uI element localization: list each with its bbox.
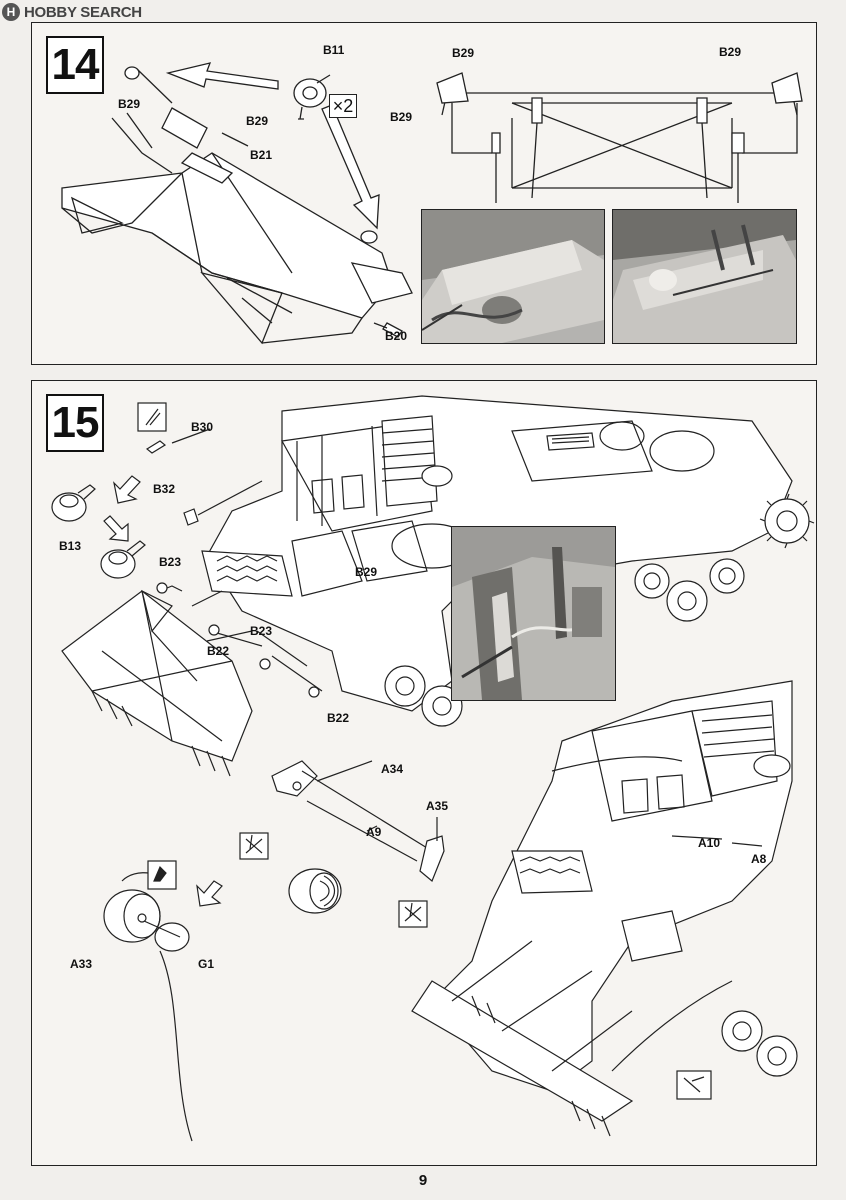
part-label-a8: A8 bbox=[751, 852, 767, 866]
hobby-search-watermark: H HOBBY SEARCH bbox=[2, 2, 142, 22]
reference-photo-1 bbox=[421, 209, 605, 344]
part-label-b29: B29 bbox=[355, 565, 378, 579]
part-label-b29: B29 bbox=[390, 110, 413, 124]
part-label-g1: G1 bbox=[198, 957, 215, 971]
part-label-b23: B23 bbox=[159, 555, 182, 569]
quantity-x2-badge: ×2 bbox=[329, 94, 357, 118]
part-label-b29: B29 bbox=[452, 46, 475, 60]
step-14-number: 14 bbox=[46, 36, 104, 94]
part-label-b22: B22 bbox=[207, 644, 230, 658]
page-number: 9 bbox=[418, 1172, 428, 1189]
part-label-b29: B29 bbox=[246, 114, 269, 128]
part-label-b22: B22 bbox=[327, 711, 350, 725]
part-label-a10: A10 bbox=[698, 836, 721, 850]
part-label-b21: B21 bbox=[250, 148, 273, 162]
step-15-number: 15 bbox=[46, 394, 104, 452]
part-label-b23: B23 bbox=[250, 624, 273, 638]
part-label-a9: A9 bbox=[366, 825, 382, 839]
reference-photo-3-image bbox=[452, 527, 615, 700]
part-label-a33: A33 bbox=[70, 957, 93, 971]
part-label-a35: A35 bbox=[426, 799, 449, 813]
part-label-b20: B20 bbox=[385, 329, 408, 343]
step-14-drawing bbox=[61, 62, 803, 345]
part-label-b30: B30 bbox=[191, 420, 214, 434]
step-15-drawing bbox=[51, 395, 815, 1142]
reference-photo-2 bbox=[612, 209, 797, 344]
step-14-panel: 14 bbox=[31, 22, 817, 365]
hobby-search-logo-text: HOBBY SEARCH bbox=[24, 3, 142, 21]
part-label-b29: B29 bbox=[118, 97, 141, 111]
part-label-b32: B32 bbox=[153, 482, 176, 496]
step-15-panel: 15 bbox=[31, 380, 817, 1166]
reference-photo-3 bbox=[451, 526, 616, 701]
part-label-a34: A34 bbox=[381, 762, 404, 776]
hobby-search-logo-icon: H bbox=[2, 3, 20, 21]
part-label-b13: B13 bbox=[59, 539, 82, 553]
part-label-b11: B11 bbox=[323, 43, 345, 57]
part-label-b29: B29 bbox=[719, 45, 742, 59]
reference-photo-2-image bbox=[613, 210, 796, 343]
reference-photo-1-image bbox=[422, 210, 604, 343]
